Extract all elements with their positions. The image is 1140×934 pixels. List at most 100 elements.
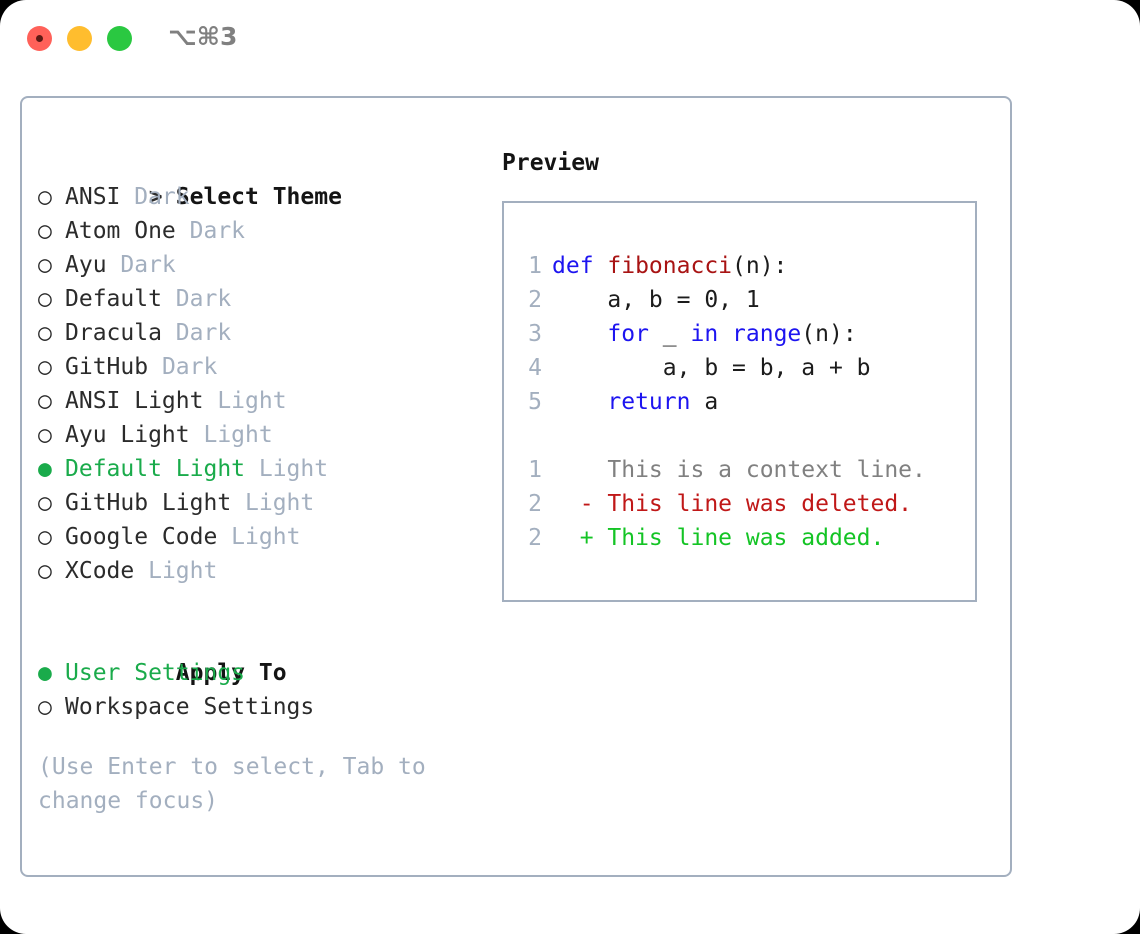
diff-line-text: This line was added. [607,525,885,551]
theme-option-label: Atom One [65,218,176,244]
code-line-number: 1 [528,253,542,279]
theme-variant-badge: Light [134,558,218,584]
theme-option-label: ANSI Light [65,388,204,414]
code-line: 5 return a [512,385,971,419]
apply-to-header-label: Apply To [175,660,287,686]
radio-unselected-icon: ○ [38,184,52,210]
preview-box: 1 def fibonacci (n): 2 a, b = 0, 1 3 for _ i… [502,201,977,602]
theme-variant-badge: Light [245,456,329,482]
diff-line-number: 2 [528,525,542,551]
radio-unselected-icon: ○ [38,524,52,550]
code-token: range [732,321,802,347]
theme-option-label: Dracula [65,320,162,346]
code-token [718,321,732,347]
radio-unselected-icon: ○ [38,558,52,584]
select-theme-header: > Select Theme [38,146,498,210]
theme-option-list: ○ANSI Dark○Atom One Dark○Ayu Dark○Defaul… [38,180,498,588]
theme-option-ansi-light[interactable]: ○ANSI Light Light [38,384,498,418]
apply-to-option-user-settings[interactable]: ● User Settings [38,656,498,690]
code-line-number: 3 [528,321,542,347]
keyboard-hint-text: (Use Enter to select, Tab to change focu… [38,754,426,814]
code-token: a [690,389,719,415]
diff-line: 1 This is a context line. [512,453,971,487]
diff-line: 2 - This line was deleted. [512,487,971,521]
theme-variant-badge: Light [231,490,315,516]
code-token [552,321,607,347]
theme-variant-badge: Dark [106,252,176,278]
theme-option-google-code[interactable]: ○ Google Code Light [38,520,498,554]
preview-column: Preview 1 def fibonacci (n): 2 a, b = 0, 1 3… [502,146,992,602]
code-token: for [607,321,649,347]
theme-list-column: >Select Theme ○ANSI Dark○Atom One Dark○A… [38,146,498,818]
apply-to-option-label: Workspace Settings [65,694,315,720]
diff-line-number: 1 [528,457,542,483]
radio-selected-icon: ● [38,456,52,482]
theme-option-label: Ayu [65,252,107,278]
apply-to-option-workspace-settings[interactable]: ○Workspace Settings [38,690,498,724]
theme-option-label: Google Code [65,524,218,550]
prompt-caret-icon: > [148,184,163,210]
code-line-number: 5 [528,389,542,415]
select-theme-header-label: Select Theme [175,184,342,210]
code-token: a, b = b, a + b [552,355,871,381]
theme-option-default-light[interactable]: ● Default Light Light [38,452,498,486]
theme-option-ayu-light[interactable]: ○Ayu Light Light [38,418,498,452]
code-line-number: 4 [528,355,542,381]
radio-unselected-icon: ○ [38,490,52,516]
code-line: 3 for _ in range(n): [512,317,971,351]
theme-option-xcode[interactable]: ○ XCode Light [38,554,498,588]
theme-option-label: GitHub [65,354,149,380]
apply-to-option-label: User Settings [65,660,246,686]
theme-option-label: Default Light [65,456,246,482]
theme-option-label: XCode [65,558,135,584]
window-close-button[interactable] [27,26,52,51]
theme-variant-badge: Dark [120,184,190,210]
theme-variant-badge: Dark [161,286,232,312]
code-preview-area: 1 def fibonacci (n): 2 a, b = 0, 1 3 for _ i… [512,249,971,555]
window-minimize-button[interactable] [67,26,92,51]
code-token: fibonacci [607,253,733,279]
code-line-number: 2 [528,287,542,313]
diff-line-number: 2 [528,491,542,517]
theme-picker-panel: >Select Theme ○ANSI Dark○Atom One Dark○A… [20,96,1012,877]
diff-marker: - [552,491,608,517]
code-token: a, b = 0, 1 [552,287,760,313]
code-token: (n): [801,321,857,347]
code-line: 4 a, b = b, a + b [512,351,971,385]
radio-unselected-icon: ○ [38,422,52,448]
radio-unselected-icon: ○ [38,320,52,346]
theme-option-github[interactable]: ○GitHub Dark [38,350,498,384]
radio-unselected-icon: ○ [38,252,52,278]
close-icon [36,35,43,42]
diff-line-text: This is a context line. [607,457,926,483]
code-token: def [552,253,608,279]
title-bar: ⌥⌘3 [0,0,1140,78]
theme-option-default[interactable]: ○Default Dark [38,282,498,316]
code-token [552,389,607,415]
theme-option-ansi[interactable]: ○ ANSI Dark [38,180,498,214]
theme-variant-badge: Dark [161,320,232,346]
keyboard-shortcut-label: ⌥⌘3 [168,22,238,51]
list-spacer [38,588,498,622]
theme-option-label: ANSI [65,184,121,210]
radio-unselected-icon: ○ [38,218,52,244]
theme-option-dracula[interactable]: ○ Dracula Dark [38,316,498,350]
theme-variant-badge: Light [217,524,301,550]
apply-to-header: Apply To [38,622,498,686]
theme-option-label: Default [65,286,162,312]
window-maximize-button[interactable] [107,26,132,51]
preview-title: Preview [502,150,599,176]
theme-variant-badge: Dark [175,218,246,244]
theme-option-label: GitHub Light [65,490,232,516]
theme-option-atom-one[interactable]: ○ Atom One Dark [38,214,498,248]
radio-unselected-icon: ○ [38,388,52,414]
code-diff-separator [512,419,971,453]
code-token: _ [648,321,691,347]
radio-selected-icon: ● [38,660,52,686]
radio-unselected-icon: ○ [38,354,52,380]
theme-option-ayu[interactable]: ○ Ayu Dark [38,248,498,282]
theme-option-github-light[interactable]: ○ GitHub Light Light [38,486,498,520]
code-token: in [690,321,719,347]
